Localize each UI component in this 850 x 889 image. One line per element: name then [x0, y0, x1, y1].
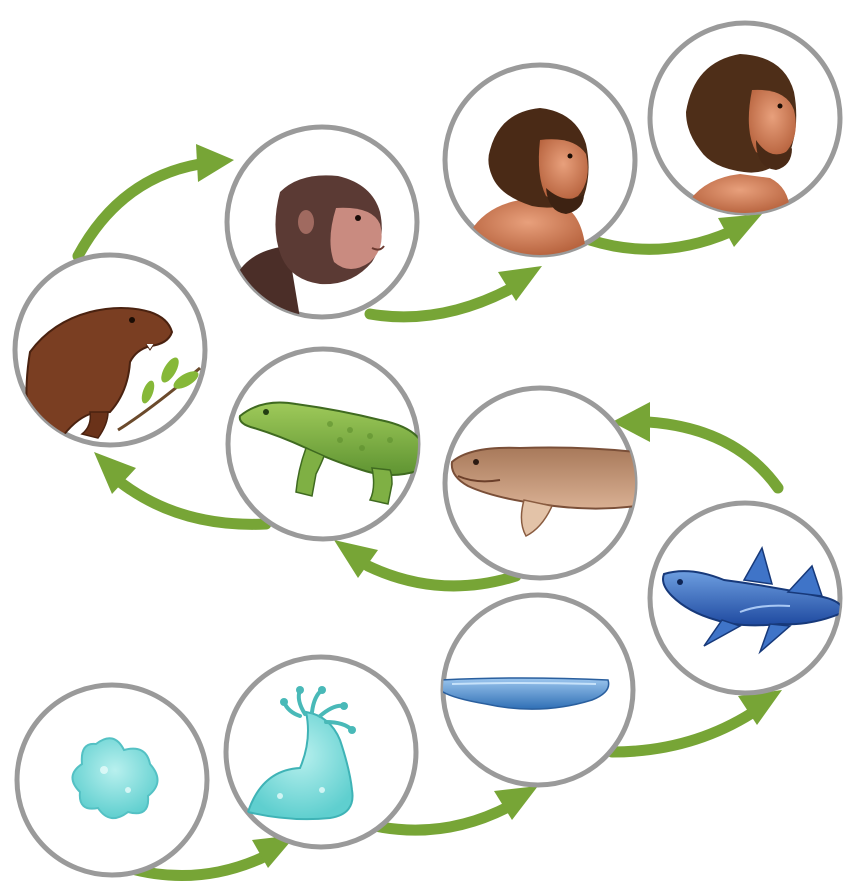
stage-amoeba	[17, 685, 207, 875]
stage-coelacanth	[650, 503, 844, 693]
stage-early-mammal	[15, 255, 205, 445]
modern-human-icon	[686, 54, 796, 214]
arrow-mammal-to-ape	[78, 144, 234, 256]
stage-ape	[227, 127, 417, 318]
stage-early-human	[445, 65, 635, 256]
arrow-flatworm-to-coelacanth	[612, 690, 782, 752]
stage-amphibian	[228, 349, 420, 539]
stage-lungfish	[445, 388, 636, 578]
stage-colonial-organism	[226, 657, 416, 847]
stage-modern-human	[650, 23, 840, 214]
stage-flatworm	[440, 595, 633, 785]
